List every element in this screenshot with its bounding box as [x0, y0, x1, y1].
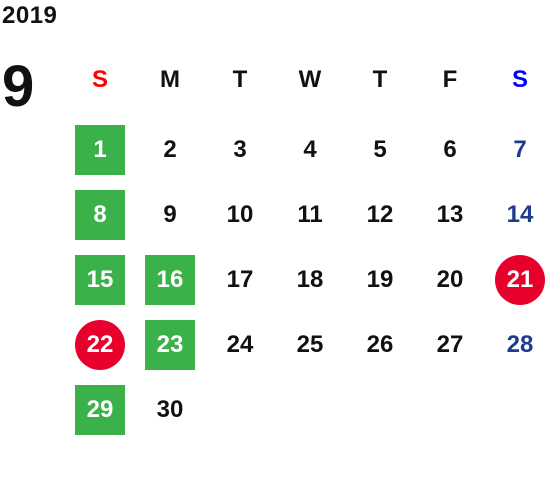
day-cell: 10 [226, 201, 254, 228]
day-cell: 11 [297, 201, 323, 228]
day-cell: 23 [145, 320, 195, 370]
day-cell: 30 [156, 396, 184, 423]
day-cell: 12 [366, 201, 394, 228]
month-number: 9 [2, 54, 35, 119]
day-cell: 5 [373, 136, 387, 163]
day-cell: 6 [443, 136, 457, 163]
weekday-tue: T [232, 66, 248, 93]
day-cell: 27 [436, 331, 464, 358]
day-cell: 16 [145, 255, 195, 305]
weekday-sun: S [91, 66, 108, 93]
day-cell: 8 [75, 190, 125, 240]
day-cell: 3 [233, 136, 247, 163]
day-cell: 9 [163, 201, 177, 228]
day-cell: 21 [495, 255, 545, 305]
day-cell: 25 [296, 331, 324, 358]
day-cell: 7 [513, 136, 527, 163]
day-cell: 29 [75, 385, 125, 435]
day-cell: 2 [163, 136, 177, 163]
day-cell: 1 [75, 125, 125, 175]
year-label: 2019 [2, 2, 58, 29]
weekday-wed: W [298, 66, 322, 93]
day-cell: 20 [436, 266, 464, 293]
day-cell: 24 [226, 331, 254, 358]
day-cell: 4 [303, 136, 317, 163]
day-cell: 26 [366, 331, 394, 358]
weekday-thu: T [372, 66, 388, 93]
day-cell: 17 [226, 266, 254, 293]
weekday-fri: F [442, 66, 458, 93]
day-cell: 15 [75, 255, 125, 305]
calendar-grid: S M T W T F S 1 2 3 4 5 6 7 8 9 10 11 12… [65, 0, 548, 503]
day-cell: 19 [366, 266, 394, 293]
day-cell: 14 [506, 201, 534, 228]
weekday-sat: S [511, 66, 528, 93]
day-cell: 22 [75, 320, 125, 370]
day-cell: 28 [506, 331, 534, 358]
weekday-mon: M [160, 66, 180, 93]
day-cell: 13 [436, 201, 464, 228]
day-cell: 18 [296, 266, 324, 293]
